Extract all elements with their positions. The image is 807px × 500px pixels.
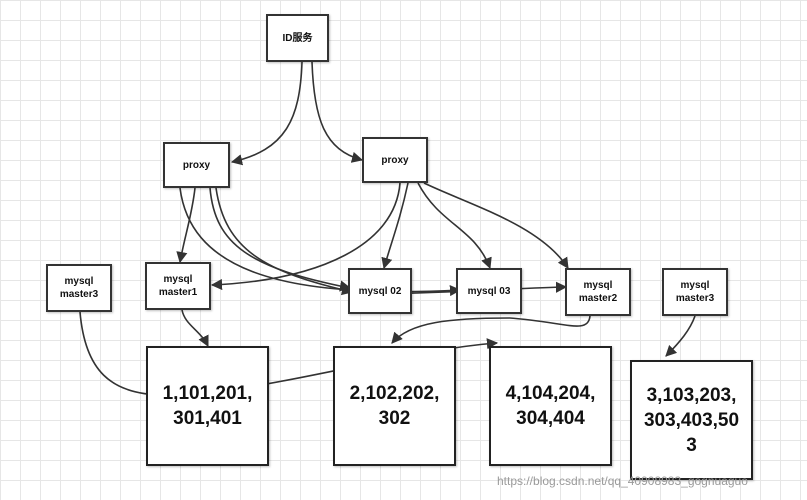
mysql-master1-node: mysql master1	[145, 262, 211, 310]
ids-table-3: 3,103,203, 303,403,50 3	[630, 360, 753, 480]
mysql-master3-right-label: mysql master3	[675, 280, 715, 304]
mysql-master3-right-node: mysql master3	[662, 268, 728, 316]
proxy-left-node: proxy	[163, 142, 230, 188]
edge-proxy-left-to-master1	[176, 187, 196, 264]
edge-master2-to-ids2	[391, 315, 591, 344]
mysql-master3-left-label: mysql master3	[59, 276, 99, 300]
edge-id-to-proxy-right	[311, 61, 364, 163]
proxy-right-label: proxy	[381, 154, 409, 166]
mysql-03-node: mysql 03	[456, 268, 522, 314]
proxy-right-node: proxy	[362, 137, 428, 183]
edge-proxy-left-to-mysql03	[179, 187, 462, 297]
proxy-left-label: proxy	[182, 159, 211, 171]
ids-table-1-label: 1,101,201, 301,401	[162, 383, 253, 429]
edge-proxy-right-to-mysql02	[381, 182, 409, 270]
ids-table-4-label: 4,104,204, 304,404	[505, 383, 596, 429]
ids-table-4: 4,104,204, 304,404	[489, 346, 612, 466]
edge-proxy-left-to-mysql02-a	[209, 187, 352, 292]
edge-proxy-right-to-mysql03	[417, 182, 492, 270]
mysql-master3-left-node: mysql master3	[46, 264, 112, 312]
id-service-node: ID服务	[266, 14, 329, 62]
edge-proxy-right-to-master2	[423, 182, 569, 269]
ids-table-1: 1,101,201, 301,401	[146, 346, 269, 466]
id-service-label: ID服务	[282, 32, 313, 44]
mysql-master1-label: mysql master1	[158, 274, 198, 298]
ids-table-2-label: 2,102,202, 302	[349, 383, 440, 429]
edge-proxy-left-to-mysql02-b	[215, 187, 354, 296]
edge-id-to-proxy-left	[230, 61, 303, 166]
mysql-03-label: mysql 03	[467, 285, 511, 297]
mysql-master2-label: mysql master2	[578, 280, 618, 304]
edge-proxy-right-to-master1	[210, 182, 401, 291]
watermark-text: https://blog.csdn.net/qq_40908983_gognua…	[497, 474, 748, 488]
ids-table-3-label: 3,103,203, 303,403,50 3	[643, 384, 740, 456]
edge-master3-right-to-ids3	[665, 315, 696, 357]
ids-table-2: 2,102,202, 302	[333, 346, 456, 466]
mysql-02-label: mysql 02	[358, 285, 402, 297]
mysql-02-node: mysql 02	[348, 268, 412, 314]
edge-master1-to-ids1	[181, 309, 209, 348]
mysql-master2-node: mysql master2	[565, 268, 631, 316]
